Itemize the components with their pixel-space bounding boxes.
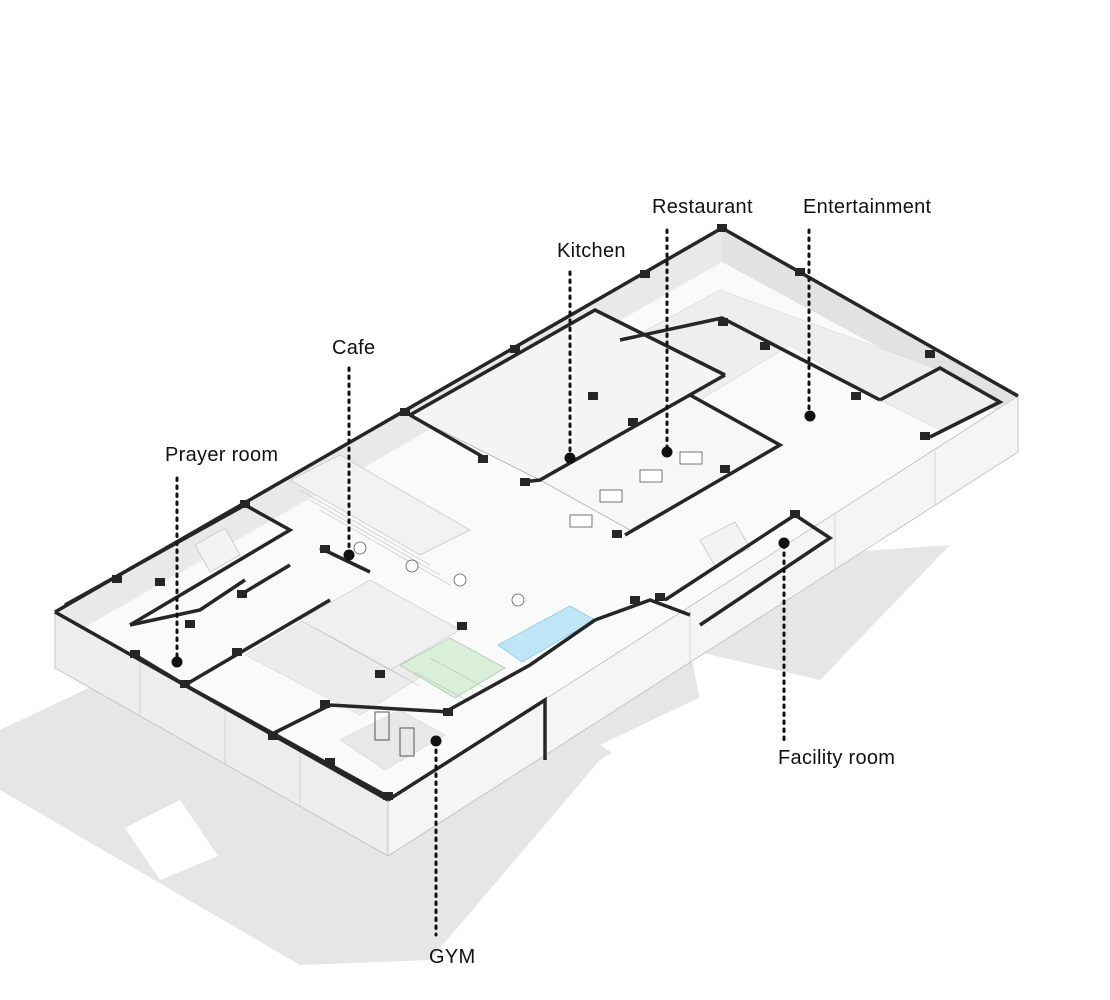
- label-gym: GYM: [429, 946, 476, 968]
- label-cafe: Cafe: [332, 337, 376, 359]
- label-restaurant: Restaurant: [652, 196, 753, 218]
- gym-dot: [430, 735, 442, 747]
- label-facility-room: Facility room: [778, 747, 896, 769]
- kitchen-dot: [564, 452, 576, 464]
- label-kitchen: Kitchen: [557, 240, 626, 262]
- columns: [112, 224, 935, 800]
- cafe-dot: [343, 549, 355, 561]
- leader-lines: [175, 228, 811, 937]
- entertainment-dot: [804, 410, 816, 422]
- prayer-room-dot: [171, 656, 183, 668]
- restaurant-dot: [661, 446, 673, 458]
- facility-room-dot: [778, 537, 790, 549]
- label-prayer-room: Prayer room: [165, 444, 279, 466]
- interior: [194, 309, 781, 757]
- label-entertainment: Entertainment: [803, 196, 932, 218]
- leader-dots: [171, 410, 816, 747]
